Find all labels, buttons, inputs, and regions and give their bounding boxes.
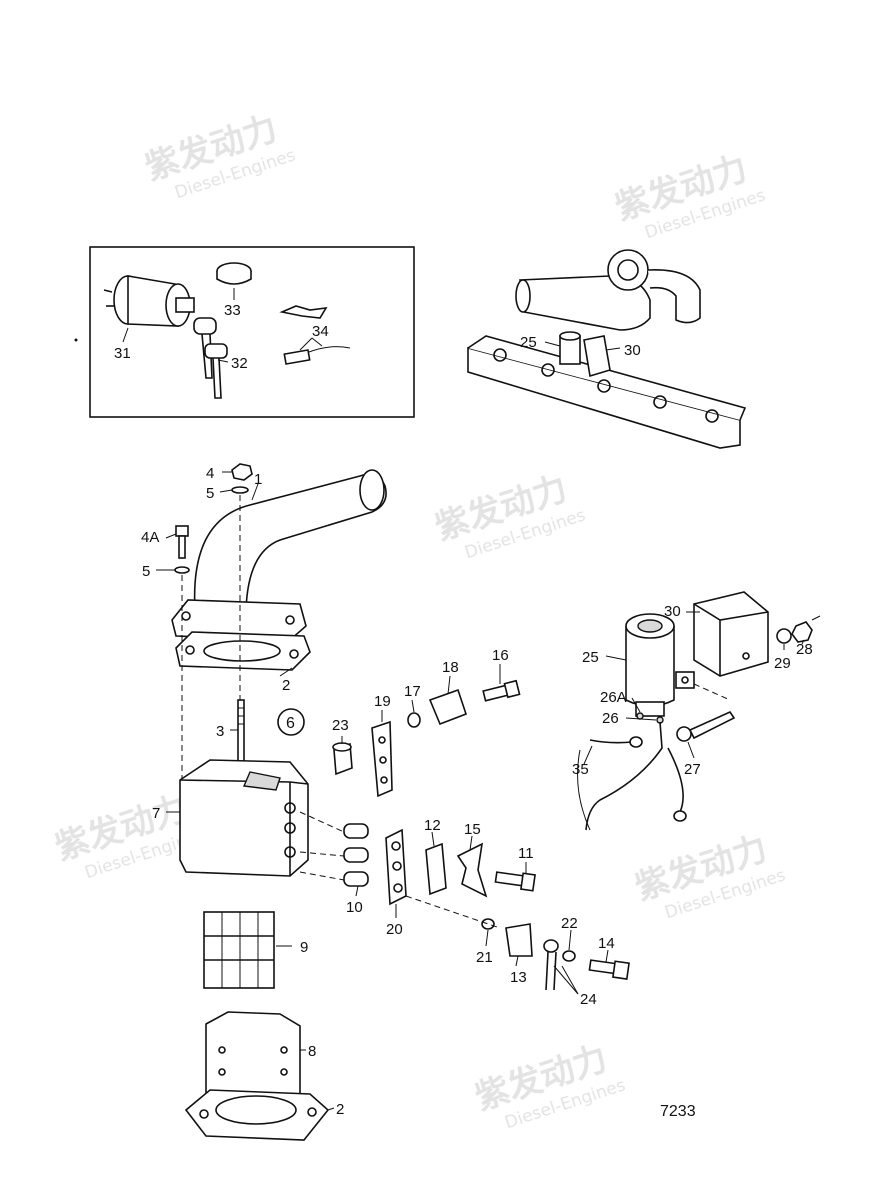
exhaust-elbow-assembly: 4 5 1 4A 5 2 3 7 9 8 2 6	[141, 463, 387, 1141]
callout-11: 11	[518, 845, 534, 862]
callout-7: 7	[152, 805, 160, 822]
callout-14: 14	[598, 935, 615, 952]
terminal-15	[456, 842, 488, 898]
exhaust-elbow-1	[171, 469, 387, 641]
callout-5-upper: 5	[206, 485, 214, 502]
callout-35: 35	[572, 761, 589, 778]
cable-terminal-24	[543, 939, 559, 991]
callout-33: 33	[224, 302, 241, 319]
watermark-layer: 紫发动力 Diesel-Engines 紫发动力 Diesel-Engines …	[50, 108, 788, 1133]
callout-30-detail: 30	[664, 603, 681, 620]
callout-4a: 4A	[141, 529, 159, 546]
bracket-30-detail	[693, 591, 769, 677]
callout-24: 24	[580, 991, 597, 1008]
callout-12: 12	[424, 817, 441, 834]
callout-16: 16	[492, 647, 509, 664]
callout-8: 8	[308, 1043, 316, 1060]
callout-32: 32	[231, 355, 248, 372]
heater-sleeve-8	[205, 1011, 301, 1101]
heater-element-9	[203, 911, 275, 989]
bracket-18	[428, 688, 468, 726]
callout-1: 1	[254, 471, 262, 488]
watermark-logo: 紫发动力 Diesel-Engines	[610, 148, 768, 243]
cable-35	[577, 721, 687, 831]
callout-28: 28	[796, 641, 813, 658]
watermark-logo: 紫发动力 Diesel-Engines	[630, 828, 788, 923]
gasket-2	[175, 631, 311, 671]
callout-15: 15	[464, 821, 481, 838]
callout-30-top: 30	[624, 342, 641, 359]
nut-28	[791, 621, 813, 643]
key-32	[193, 317, 228, 399]
callout-25-detail: 25	[582, 649, 599, 666]
bolt-27	[676, 710, 736, 742]
callout-18: 18	[442, 659, 459, 676]
group-label: 6	[286, 715, 295, 732]
nut-4	[231, 463, 253, 481]
plate-12	[425, 842, 447, 896]
bolt-14	[588, 959, 630, 980]
callout-29: 29	[774, 655, 791, 672]
solenoid-detail: 30 25 29 28 26A 26 27 35	[572, 591, 821, 831]
drawing-number: 7233	[660, 1103, 696, 1120]
ignition-switch-31	[103, 275, 195, 327]
flange-2-bottom	[184, 1089, 330, 1141]
callout-10: 10	[346, 899, 363, 916]
callout-27: 27	[684, 761, 701, 778]
sleeve-23	[332, 742, 353, 776]
inset-frame	[89, 246, 415, 418]
group-reference-6: 6	[277, 708, 305, 736]
watermark-logo: 紫发动力 Diesel-Engines	[470, 1038, 628, 1133]
watermark-logo: 紫发动力 Diesel-Engines	[430, 468, 588, 563]
scan-speck	[74, 338, 78, 342]
washer-22	[562, 950, 576, 962]
callout-4: 4	[206, 465, 214, 482]
callout-31: 31	[114, 345, 131, 362]
callout-13: 13	[510, 969, 527, 986]
callout-34: 34	[312, 323, 329, 340]
callout-5-lower: 5	[142, 563, 150, 580]
spacer-10	[343, 823, 369, 887]
bolt-11	[494, 871, 536, 892]
callout-22: 22	[561, 915, 578, 932]
callout-17: 17	[404, 683, 421, 700]
callout-26a: 26A	[600, 689, 627, 706]
exhaust-manifold-assembly: 25 30	[467, 249, 747, 449]
stud-3	[237, 699, 245, 765]
washer-21	[481, 918, 495, 930]
callout-3: 3	[216, 723, 224, 740]
callout-20: 20	[386, 921, 403, 938]
callout-19: 19	[374, 693, 391, 710]
callout-2-lower: 2	[336, 1101, 344, 1118]
bolt-4a	[175, 525, 189, 559]
callout-9: 9	[300, 939, 308, 956]
cap-33	[216, 262, 252, 285]
bracket-30	[583, 335, 611, 378]
callout-23: 23	[332, 717, 349, 734]
connection-hardware: 23 19 17 18 16 10 20 12 15 11 21 13 22 1…	[299, 647, 630, 1008]
bolt-16	[482, 679, 521, 702]
washer-17	[407, 712, 421, 728]
washer-5-lower	[174, 566, 190, 574]
callout-25-top: 25	[520, 334, 537, 351]
insulating-plate-20	[385, 828, 407, 906]
solenoid-25-detail	[625, 613, 695, 717]
terminal-26a	[636, 712, 644, 720]
heater-housing-7	[179, 759, 309, 877]
bracket-13	[505, 923, 533, 957]
ignition-switch-inset: 31 32 33 34	[89, 246, 415, 418]
callout-21: 21	[476, 949, 493, 966]
watermark-logo: 紫发动力 Diesel-Engines	[140, 108, 298, 203]
turbocharger	[607, 249, 649, 291]
callout-2-upper: 2	[282, 677, 290, 694]
terminal-clip-34	[279, 305, 351, 365]
callout-26: 26	[602, 710, 619, 727]
washer-5-upper	[231, 486, 249, 494]
connector-strip-19	[371, 720, 393, 798]
washer-29	[776, 628, 792, 644]
